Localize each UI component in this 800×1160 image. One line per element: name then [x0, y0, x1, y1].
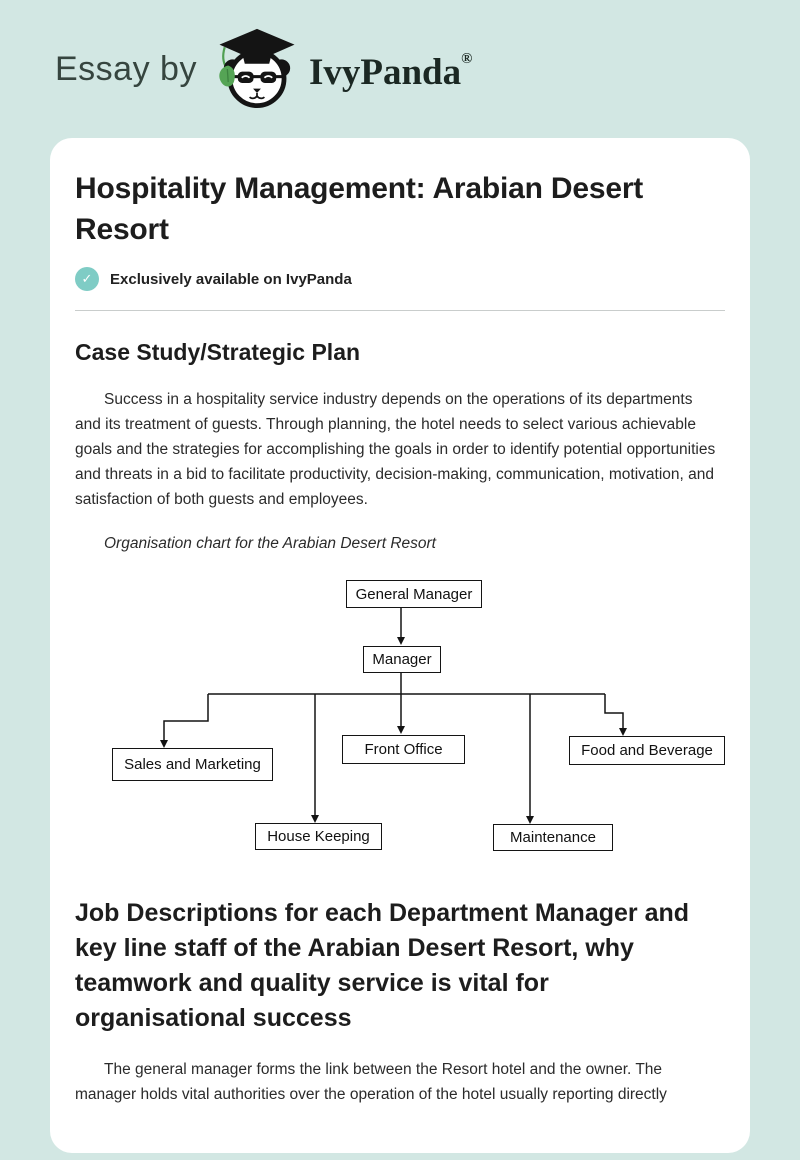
org-node-general-manager: General Manager — [346, 580, 482, 608]
org-chart-connectors — [160, 608, 627, 824]
check-icon — [75, 267, 99, 291]
divider — [75, 310, 725, 311]
essay-by-label: Essay by — [55, 49, 197, 88]
org-node-house-keeping: House Keeping — [255, 823, 382, 850]
registered-mark: ® — [461, 50, 473, 67]
job-descriptions-paragraph: The general manager forms the link betwe… — [75, 1061, 667, 1103]
case-study-paragraph: Success in a hospitality service industr… — [75, 391, 716, 508]
exclusive-badge-label: Exclusively available on IvyPanda — [110, 270, 352, 288]
panda-graduate-icon — [219, 28, 295, 109]
exclusive-badge: Exclusively available on IvyPanda — [75, 267, 725, 291]
org-chart: General Manager Manager Sales and Market… — [75, 573, 735, 860]
org-node-label: General Manager — [355, 585, 473, 603]
org-node-label: Maintenance — [510, 829, 596, 846]
org-node-manager: Manager — [363, 646, 441, 673]
org-node-label: Sales and Marketing — [124, 756, 261, 773]
brand-wordmark[interactable]: IvyPanda ® — [309, 48, 472, 91]
brand-name: IvyPanda — [308, 51, 462, 93]
job-descriptions-heading: Job Descriptions for each Department Man… — [75, 899, 690, 1032]
site-header: Essay by — [0, 0, 800, 138]
org-node-label: Front Office — [364, 741, 443, 758]
ivypanda-logo-link[interactable] — [213, 28, 301, 110]
org-node-front-office: Front Office — [342, 735, 465, 764]
org-node-label: House Keeping — [267, 828, 370, 845]
case-study-heading: Case Study/Strategic Plan — [75, 339, 361, 365]
org-node-label: Food and Beverage — [581, 742, 713, 759]
org-node-sales-and-marketing: Sales and Marketing — [112, 748, 273, 781]
org-node-food-and-beverage: Food and Beverage — [569, 736, 725, 765]
org-chart-caption: Organisation chart for the Arabian Deser… — [104, 535, 436, 552]
essay-card: Hospitality Management: Arabian Desert R… — [50, 138, 750, 1153]
org-node-label: Manager — [372, 651, 432, 668]
org-node-maintenance: Maintenance — [493, 824, 613, 851]
essay-title: Hospitality Management: Arabian Desert R… — [75, 172, 644, 246]
